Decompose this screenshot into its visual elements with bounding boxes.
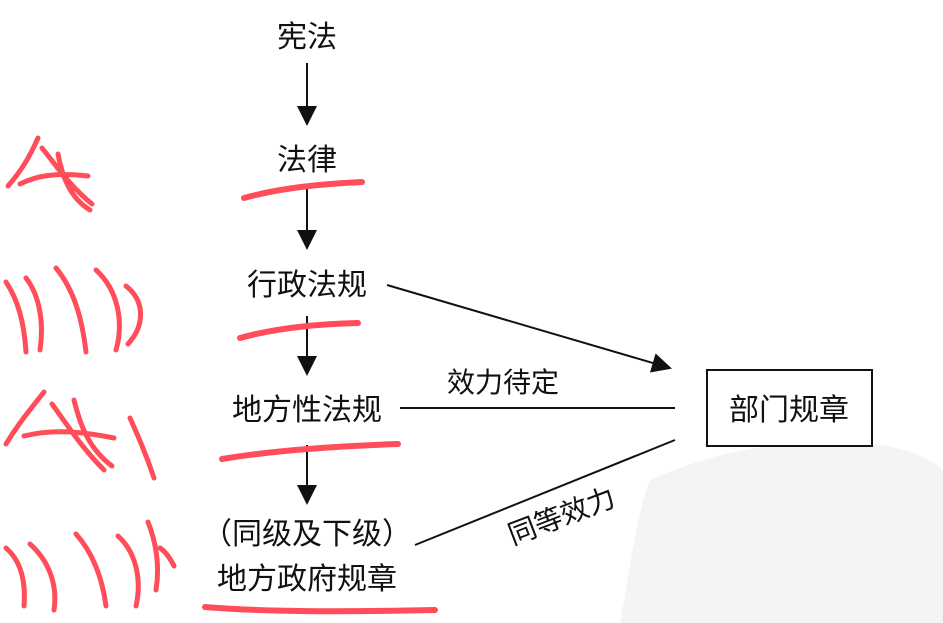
red-underline-law <box>241 179 365 201</box>
label-effect-pending: 效力待定 <box>447 366 559 399</box>
department-rules-box <box>706 369 873 447</box>
red-handwriting-mark-5 <box>157 545 177 569</box>
background-shape <box>620 441 943 623</box>
red-underline-local-gov-rules <box>202 604 438 615</box>
red-handwriting-mark-3 <box>3 389 157 481</box>
line-local-gov-rules-to-department-rules <box>414 439 676 546</box>
red-handwriting-mark-2 <box>3 265 143 355</box>
arrow-admin-regulations-to-department-rules <box>386 284 672 373</box>
node-local-gov-rules-line1: （同级及下级） <box>202 517 412 552</box>
red-underline-local-regulations <box>219 441 401 462</box>
node-constitution: 宪法 <box>277 20 337 55</box>
red-handwriting-mark-4 <box>3 519 161 613</box>
node-local-gov-rules-line2: 地方政府规章 <box>217 562 397 597</box>
node-administrative-regulations: 行政法规 <box>247 268 367 303</box>
red-handwriting-mark-1 <box>5 135 95 213</box>
red-underline-admin-regulations <box>237 320 361 341</box>
node-law: 法律 <box>277 143 337 178</box>
node-department-rules: 部门规章 <box>729 393 849 428</box>
node-local-regulations: 地方性法规 <box>232 393 382 428</box>
label-equal-effect: 同等效力 <box>503 481 619 552</box>
